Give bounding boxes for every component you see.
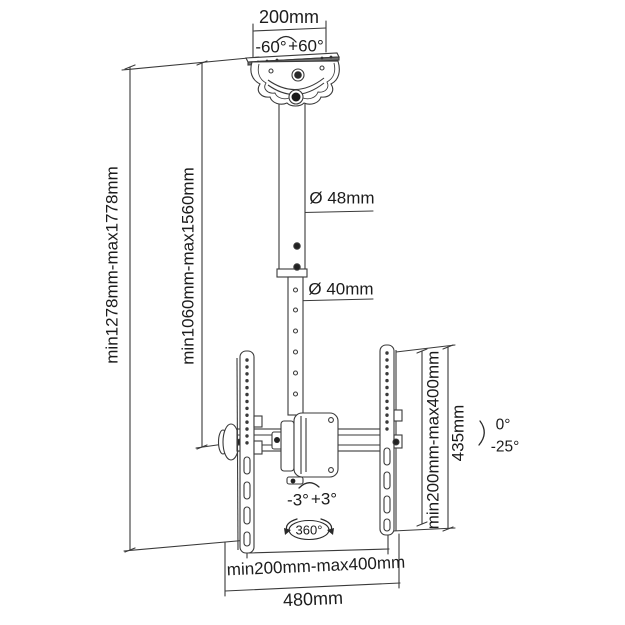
swivel-arc-icon bbox=[275, 35, 297, 43]
bell-hole-left bbox=[268, 68, 274, 74]
plate-width-label: 200mm bbox=[258, 7, 320, 27]
pole-screw bbox=[293, 263, 301, 271]
rotation-label: 360° bbox=[295, 522, 323, 538]
bell-hole-right bbox=[319, 65, 325, 71]
swivel-pos-label: +60° bbox=[288, 36, 324, 56]
rotation-arrowhead-left bbox=[284, 528, 291, 535]
crossbar-bolt-right bbox=[392, 438, 400, 446]
level-neg-label: -3° bbox=[287, 490, 309, 510]
bracket-width-label: 480mm bbox=[282, 587, 344, 611]
bell-center-bolt bbox=[294, 71, 302, 79]
pole-drawing bbox=[276, 97, 308, 416]
tilt-down-label: -25° bbox=[490, 438, 520, 456]
bottom-tab-bolt bbox=[290, 478, 296, 484]
vesa-vertical-range-label: min200mm-max400mm bbox=[423, 350, 443, 530]
left-rail-edge bbox=[236, 357, 239, 551]
pole-collar bbox=[276, 268, 308, 278]
total-height-label: min1278mm-max1778mm bbox=[102, 166, 122, 364]
upper-pole-diameter-label: Ø 48mm bbox=[309, 188, 375, 208]
pivot-housing bbox=[293, 412, 339, 478]
bell-curved-slot bbox=[267, 77, 325, 91]
left-rail-hook bbox=[253, 415, 263, 428]
rotation-arrowhead-right bbox=[327, 528, 334, 535]
bracket-height-label: 435mm bbox=[448, 404, 468, 462]
tilt-zero-label: 0° bbox=[495, 416, 511, 434]
housing-bolt bbox=[328, 467, 334, 473]
tv-bracket-drawing bbox=[217, 344, 403, 554]
pole-adjustment-holes bbox=[292, 287, 299, 397]
pivot-bolt bbox=[291, 92, 301, 102]
clamp-bolt bbox=[274, 437, 280, 443]
housing-seams bbox=[300, 416, 307, 474]
left-rail-hook bbox=[253, 440, 263, 455]
dimension-lines bbox=[121, 20, 456, 597]
pole-height-label: min1060mm-max1560mm bbox=[178, 167, 198, 365]
level-arc-icon bbox=[298, 482, 320, 489]
motion-annotations bbox=[275, 35, 485, 541]
right-rail-hook bbox=[393, 409, 403, 422]
left-rail-slots bbox=[243, 456, 251, 547]
housing-front-plate bbox=[280, 420, 295, 472]
housing-bolt bbox=[328, 417, 334, 423]
lower-pole-diameter-label: Ø 40mm bbox=[308, 279, 374, 299]
pole-screw bbox=[293, 242, 301, 250]
ceiling-bracket-drawing bbox=[245, 52, 340, 107]
lower-pole bbox=[287, 276, 304, 416]
tilt-arc-icon bbox=[478, 420, 485, 446]
level-pos-label: +3° bbox=[310, 489, 338, 509]
right-rail-slots bbox=[383, 447, 391, 532]
swivel-neg-label: -60° bbox=[255, 37, 287, 57]
upper-pole bbox=[278, 97, 306, 271]
